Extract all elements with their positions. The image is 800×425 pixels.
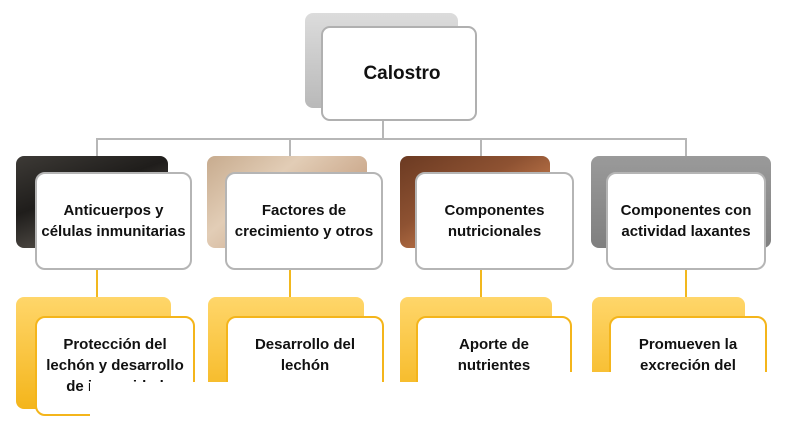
branch-1-node: Anticuerpos y células inmunitarias <box>35 172 192 270</box>
branch-connector-3 <box>480 138 482 173</box>
root-node: Calostro <box>321 26 477 121</box>
branch-connector-1 <box>96 138 98 173</box>
branch-3-node: Componentes nutricionales <box>415 172 574 270</box>
branch-3-label: Componentes nutricionales <box>444 202 545 240</box>
bottom-occlusion-right <box>502 372 800 425</box>
root-node-label: Calostro <box>363 62 441 84</box>
root-connector <box>382 121 384 139</box>
result-connector-4 <box>685 270 687 298</box>
branch-1-label: Anticuerpos y células inmunitarias <box>41 202 186 240</box>
result-connector-3 <box>480 270 482 298</box>
result-2-label: Desarrollo del lechón <box>254 336 356 374</box>
result-connector-2 <box>289 270 291 298</box>
branch-2-node: Factores de crecimiento y otros <box>225 172 383 270</box>
branch-4-label: Componentes con actividad laxantes <box>620 202 752 240</box>
branch-4-node: Componentes con actividad laxantes <box>606 172 766 270</box>
result-3-label: Aporte de nutrientes <box>457 336 531 374</box>
horizontal-connector <box>96 138 686 140</box>
result-connector-1 <box>96 270 98 298</box>
branch-connector-2 <box>289 138 291 173</box>
branch-connector-4 <box>685 138 687 173</box>
branch-2-label: Factores de crecimiento y otros <box>234 202 374 240</box>
